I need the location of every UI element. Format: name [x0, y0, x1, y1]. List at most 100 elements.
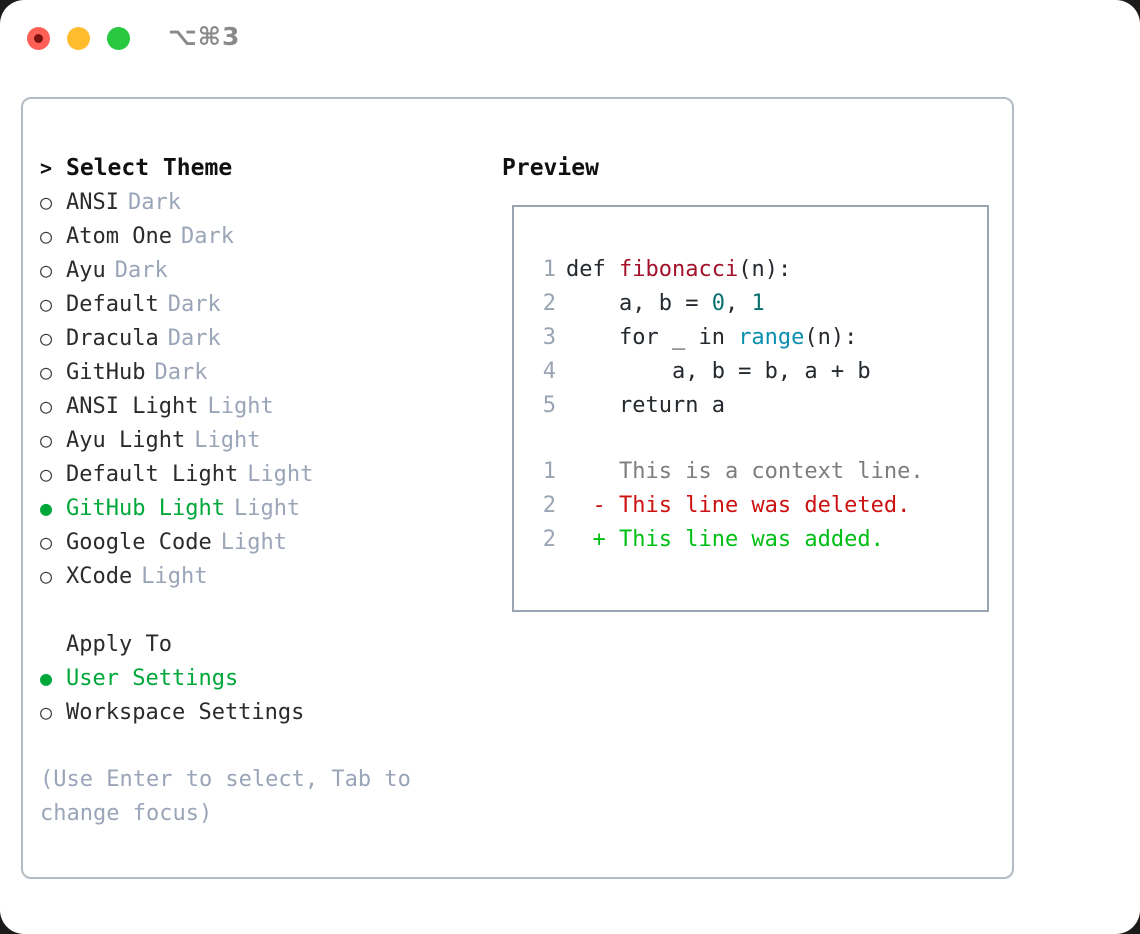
radio-unselected-icon: ○ — [40, 224, 53, 248]
radio-unselected-icon: ○ — [40, 530, 53, 554]
prompt-caret-icon: > — [40, 156, 53, 180]
theme-option-atom-one[interactable]: ○ Atom One Dark — [40, 219, 480, 253]
diff-marker: - — [566, 493, 619, 518]
theme-option-ansi[interactable]: ○ ANSI Dark — [40, 185, 480, 219]
apply-to-option-label: User Settings — [66, 666, 239, 691]
theme-variant-badge: Light — [247, 462, 314, 487]
apply-to-option-user-settings[interactable]: ●User Settings — [40, 661, 480, 695]
line-number: 3 — [542, 325, 556, 350]
preview-column: Preview — [502, 151, 1002, 185]
code-diff-separator — [534, 423, 979, 455]
radio-unselected-icon: ○ — [40, 190, 53, 214]
code-token-plain: return a — [566, 393, 725, 418]
theme-option-label: Atom One — [66, 224, 172, 249]
theme-option-label: Default Light — [66, 462, 239, 487]
select-theme-heading: > Select Theme — [40, 151, 480, 185]
apply-to-bullet-placeholder: ○ — [40, 627, 66, 661]
theme-variant-badge: Dark — [114, 258, 168, 283]
theme-variant-badge: Light — [141, 564, 208, 589]
theme-option-label: Default — [66, 292, 159, 317]
code-token-builtin: range — [738, 325, 805, 350]
radio-unselected-icon: ○ — [40, 564, 53, 588]
apply-to-heading: ○Apply To — [40, 627, 480, 661]
code-token-num: 0 — [711, 291, 725, 316]
apply-to-option-workspace-settings[interactable]: ○Workspace Settings — [40, 695, 480, 729]
code-token-fn: fibonacci — [618, 257, 739, 282]
code-token-plain: (n): — [738, 257, 792, 282]
diff-text: This is a context line. — [618, 459, 924, 484]
code-token-plain: a, b = b, a + b — [566, 359, 871, 384]
preview-heading: Preview — [502, 155, 599, 181]
theme-option-label: Google Code — [66, 530, 212, 555]
line-number: 1 — [542, 459, 556, 484]
diff-text: This line was added. — [618, 527, 884, 552]
code-line: 4 a, b = b, a + b — [534, 355, 979, 389]
code-token-plain: (n): — [804, 325, 858, 350]
theme-variant-badge: Dark — [154, 360, 208, 385]
theme-option-label: GitHub Light — [66, 496, 225, 521]
theme-option-dracula[interactable]: ○ Dracula Dark — [40, 321, 480, 355]
theme-option-google-code[interactable]: ○ Google Code Light — [40, 525, 480, 559]
theme-option-ansi-light[interactable]: ○ ANSI Light Light — [40, 389, 480, 423]
theme-variant-badge: Dark — [167, 326, 221, 351]
theme-variant-badge: Dark — [180, 224, 234, 249]
apply-to-label: Apply To — [66, 632, 172, 657]
theme-variant-badge: Light — [233, 496, 301, 521]
code-token-plain: a, b = — [566, 291, 712, 316]
list-spacer — [40, 593, 480, 627]
select-theme-label: Select Theme — [66, 155, 233, 181]
radio-unselected-icon: ○ — [40, 394, 53, 418]
maximize-button[interactable] — [107, 27, 130, 50]
line-number: 2 — [542, 291, 556, 316]
diff-line-ctx: 1 This is a context line. — [534, 455, 979, 489]
close-button[interactable] — [27, 27, 50, 50]
keyboard-shortcut-label: ⌥⌘3 — [168, 22, 241, 51]
line-number: 5 — [542, 393, 556, 418]
radio-unselected-icon: ○ — [40, 428, 53, 452]
theme-option-xcode[interactable]: ○ XCode Light — [40, 559, 480, 593]
diff-marker: + — [566, 527, 619, 552]
code-token-plain: def — [566, 257, 619, 282]
theme-variant-badge: Light — [220, 530, 287, 555]
minimize-button[interactable] — [67, 27, 90, 50]
theme-option-default-light[interactable]: ○ Default Light Light — [40, 457, 480, 491]
diff-sample: 1 This is a context line.2 - This line w… — [534, 455, 979, 557]
radio-unselected-icon: ○ — [40, 258, 53, 282]
theme-variant-badge: Dark — [127, 190, 181, 215]
theme-option-label: GitHub — [66, 360, 146, 385]
line-number: 2 — [542, 493, 556, 518]
code-token-num: 1 — [751, 291, 765, 316]
code-line: 3 for _ in range(n): — [534, 321, 979, 355]
theme-option-label: XCode — [66, 564, 133, 589]
keyboard-hint-text: (Use Enter to select, Tab to change focu… — [40, 767, 411, 826]
diff-text: This line was deleted. — [618, 493, 911, 518]
theme-option-ayu[interactable]: ○ Ayu Dark — [40, 253, 480, 287]
theme-option-label: ANSI — [66, 190, 119, 215]
diff-line-del: 2 - This line was deleted. — [534, 489, 979, 523]
radio-unselected-icon: ○ — [40, 700, 53, 724]
theme-option-label: Ayu — [66, 258, 106, 283]
radio-unselected-icon: ○ — [40, 326, 53, 350]
theme-option-label: ANSI Light — [66, 394, 199, 419]
theme-option-label: Dracula — [66, 326, 159, 351]
code-token-plain: , — [724, 291, 752, 316]
theme-option-label: Ayu Light — [66, 428, 186, 453]
diff-line-add: 2 + This line was added. — [534, 523, 979, 557]
title-bar: ⌥⌘3 — [0, 0, 1140, 78]
code-line: 2 a, b = 0, 1 — [534, 287, 979, 321]
code-token-plain: for _ in — [566, 325, 739, 350]
code-line: 5 return a — [534, 389, 979, 423]
theme-variant-badge: Light — [207, 394, 274, 419]
radio-unselected-icon: ○ — [40, 462, 53, 486]
